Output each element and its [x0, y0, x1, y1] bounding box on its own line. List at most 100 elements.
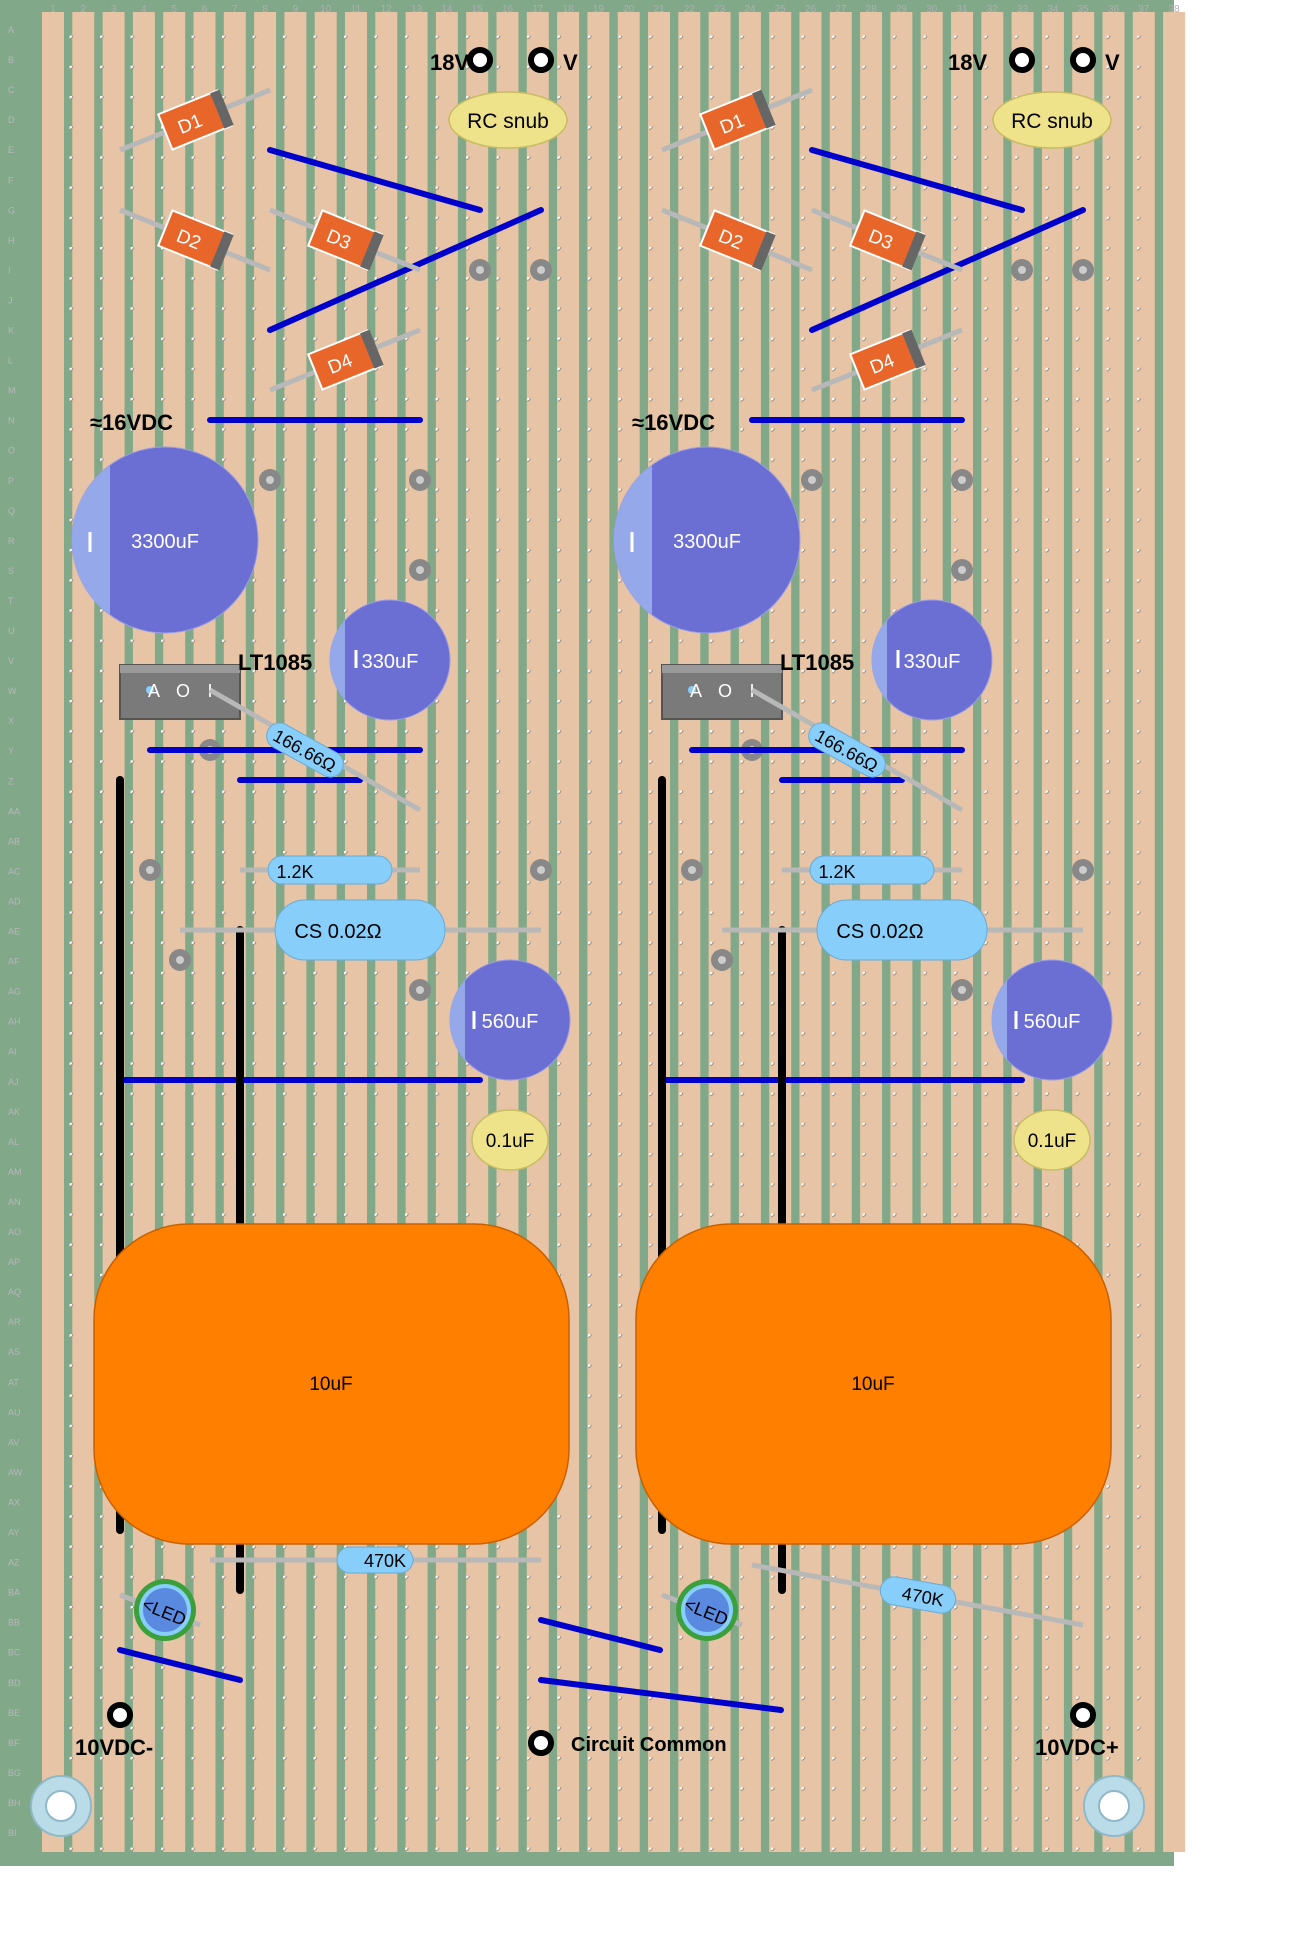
column-label: 34 [1047, 4, 1059, 15]
row-label: D [8, 115, 15, 125]
label-10vdc-positive: 10VDC+ [1035, 1735, 1119, 1760]
led[interactable]: <LED [119, 1579, 201, 1641]
resistor-470k[interactable]: 470K [210, 1546, 541, 1574]
row-label: Q [8, 506, 15, 516]
rc-snubber[interactable] [992, 91, 1112, 149]
capacitor-3300uf[interactable]: 3300uF [613, 446, 801, 634]
column-label: 20 [623, 4, 635, 15]
resistor-1-2k[interactable]: 1.2K [240, 855, 420, 885]
terminal-18v[interactable] [1009, 47, 1035, 73]
resistor-1-2k[interactable]: 1.2K [782, 855, 962, 885]
row-label: AI [8, 1047, 17, 1057]
capacitor-0-1uf[interactable]: 0.1uF [1013, 1109, 1091, 1171]
resistor-current-sense-label: CS 0.02Ω [836, 921, 923, 943]
column-label: 28 [866, 4, 878, 15]
row-label: BE [8, 1708, 20, 1718]
column-label: 3 [111, 4, 117, 15]
regulator-lt1085[interactable]: A O I [119, 664, 241, 720]
led[interactable]: <LED [661, 1579, 743, 1641]
row-label: AH [8, 1017, 21, 1027]
column-label: 26 [805, 4, 817, 15]
column-label: 24 [744, 4, 756, 15]
row-label: AR [8, 1317, 21, 1327]
row-label: AS [8, 1347, 20, 1357]
row-label: AC [8, 866, 21, 876]
resistor-current-sense[interactable]: CS 0.02Ω [180, 899, 541, 961]
row-label: BC [8, 1648, 21, 1658]
column-label: 7 [232, 4, 238, 15]
diode-d3[interactable]: D3 [811, 207, 963, 273]
terminal-10vdc-positive[interactable] [1070, 1702, 1096, 1728]
resistor-1-2k-label: 1.2K [818, 862, 855, 882]
regulator-lt1085[interactable]: A O I [661, 664, 783, 720]
diode-d2[interactable]: D2 [119, 207, 271, 273]
capacitor-560uf-label: 560uF [482, 1011, 539, 1033]
terminal-10vdc-negative[interactable] [107, 1702, 133, 1728]
column-label: 12 [381, 4, 393, 15]
column-label: 13 [411, 4, 423, 15]
output-terminals: 10VDC- Circuit Common 10VDC+ [75, 1702, 1119, 1760]
capacitor-10uf-film[interactable]: 10uF [93, 1223, 570, 1545]
row-label: C [8, 85, 15, 95]
rc-snubber[interactable] [448, 91, 568, 149]
terminal-18v[interactable] [467, 47, 493, 73]
column-label: 38 [1169, 4, 1181, 15]
row-label: O [8, 446, 15, 456]
row-label: AM [8, 1167, 22, 1177]
row-label: AA [8, 806, 20, 816]
diode-d1[interactable]: D1 [661, 87, 813, 153]
column-label: 4 [141, 4, 147, 15]
rc-snubber-label: RC snub [467, 110, 549, 133]
row-label: AY [8, 1528, 19, 1538]
column-label: 23 [714, 4, 726, 15]
capacitor-560uf[interactable]: 560uF [449, 959, 571, 1081]
row-label: H [8, 235, 15, 245]
capacitor-10uf-label: 10uF [309, 1374, 352, 1395]
mounting-hole-left [30, 1775, 92, 1837]
row-label: L [8, 356, 13, 366]
resistor-current-sense[interactable]: CS 0.02Ω [722, 899, 1083, 961]
diode-d3[interactable]: D3 [269, 207, 421, 273]
column-label: 9 [293, 4, 299, 15]
row-label: N [8, 416, 15, 426]
regulator-pin-a: A [148, 681, 160, 701]
row-label: AF [8, 957, 20, 967]
row-label: G [8, 205, 15, 215]
row-label: BA [8, 1588, 20, 1598]
hole-grid [52, 30, 1164, 1865]
rc-snubber-label: RC snub [1011, 110, 1093, 133]
diode-d4[interactable]: D4 [269, 327, 421, 393]
column-label: 8 [262, 4, 268, 15]
diode-d2[interactable]: D2 [661, 207, 813, 273]
capacitor-330uf[interactable]: 330uF [871, 599, 993, 721]
capacitor-330uf-label: 330uF [904, 651, 961, 673]
capacitor-3300uf[interactable]: 3300uF [71, 446, 259, 634]
row-label: BG [8, 1768, 21, 1778]
column-label: 36 [1108, 4, 1120, 15]
diode-d1[interactable]: D1 [119, 87, 271, 153]
capacitor-10uf-film[interactable]: 10uF [635, 1223, 1112, 1545]
label-circuit-common: Circuit Common [571, 1734, 727, 1756]
terminal-circuit-common[interactable] [528, 1730, 554, 1756]
terminal-v[interactable] [528, 47, 554, 73]
capacitor-330uf[interactable]: 330uF [329, 599, 451, 721]
resistor-470k[interactable]: 470K [751, 1562, 1084, 1628]
capacitor-0-1uf[interactable]: 0.1uF [471, 1109, 549, 1171]
row-label: J [8, 295, 13, 305]
row-label: AU [8, 1407, 21, 1417]
column-label: 22 [684, 4, 696, 15]
capacitor-560uf[interactable]: 560uF [991, 959, 1113, 1081]
terminal-v[interactable] [1070, 47, 1096, 73]
row-label: AQ [8, 1287, 21, 1297]
row-label: A [8, 25, 14, 35]
capacitor-330uf-label: 330uF [362, 651, 419, 673]
column-label: 10 [320, 4, 332, 15]
column-label: 15 [472, 4, 484, 15]
diode-d4[interactable]: D4 [811, 327, 963, 393]
row-label: X [8, 716, 14, 726]
rail-voltage-label: ≈16VDC [632, 410, 715, 435]
row-label: BD [8, 1678, 21, 1688]
column-label: 30 [926, 4, 938, 15]
column-label: 5 [171, 4, 177, 15]
